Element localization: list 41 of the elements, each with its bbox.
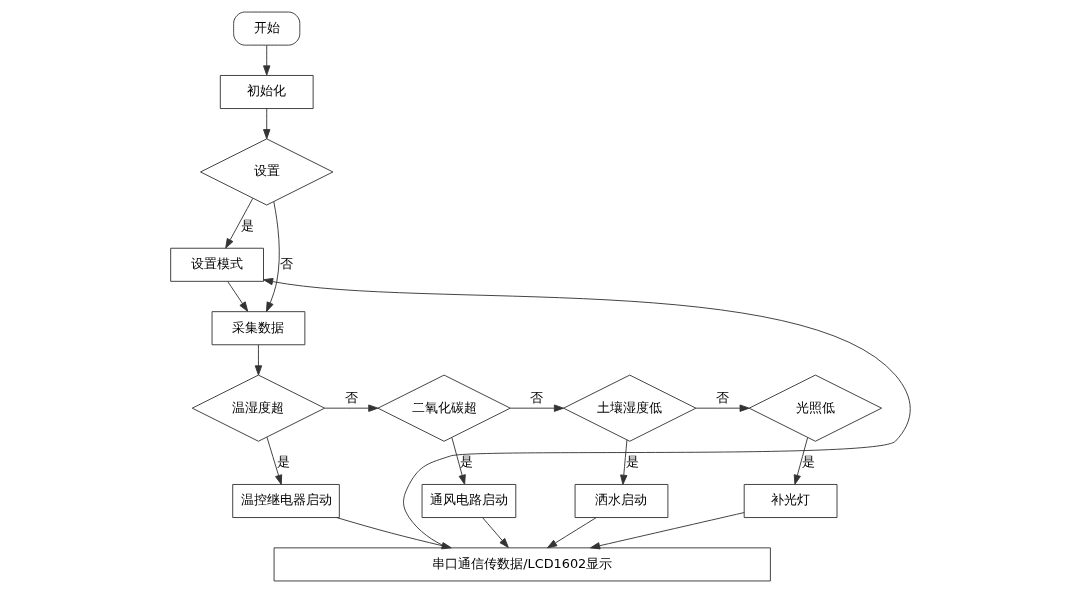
arrow <box>450 437 466 485</box>
arrow <box>262 44 270 76</box>
arrow <box>262 108 270 140</box>
arrow <box>793 437 808 485</box>
arrow <box>695 404 750 412</box>
arrow <box>509 404 564 412</box>
edge-label: 是 <box>625 454 639 470</box>
node-diamond: 光照低 <box>748 374 882 442</box>
arrow <box>254 344 262 376</box>
arrow <box>266 436 282 485</box>
node-diamond: 土壤湿度低 <box>562 374 696 442</box>
node-box: 温控继电器启动 <box>231 484 340 518</box>
edge-label: 否 <box>344 389 358 405</box>
arrow <box>546 517 597 549</box>
arrow <box>619 439 627 485</box>
edge-label: 是 <box>240 218 254 234</box>
edge-label: 是 <box>276 454 290 470</box>
arrow <box>224 197 253 249</box>
node-diamond: 设置 <box>199 138 333 206</box>
arrow <box>481 517 509 548</box>
node-box: 洒水启动 <box>574 484 668 518</box>
node-box: 设置模式 <box>169 247 264 282</box>
node-box: 采集数据 <box>211 311 305 346</box>
arrow <box>262 277 911 549</box>
arrow <box>323 404 378 412</box>
node-box: 串口通信传数据/LCD1602显示 <box>273 547 771 582</box>
node-box: 初始化 <box>219 75 314 109</box>
node-box: 补光灯 <box>743 484 837 518</box>
arrow <box>589 512 745 550</box>
node-diamond: 温湿度超 <box>191 374 325 442</box>
edge-label: 否 <box>715 389 729 405</box>
edge-label: 是 <box>459 454 473 470</box>
node-box: 开始 <box>232 11 300 46</box>
edge-label: 是 <box>801 454 815 470</box>
arrow <box>335 517 452 550</box>
node-box: 通风电路启动 <box>421 484 516 518</box>
arrow <box>265 201 280 313</box>
node-diamond: 二氧化碳超 <box>376 374 511 442</box>
edge-label: 否 <box>529 389 543 405</box>
arrow <box>226 281 248 312</box>
edge-label: 否 <box>279 256 293 272</box>
